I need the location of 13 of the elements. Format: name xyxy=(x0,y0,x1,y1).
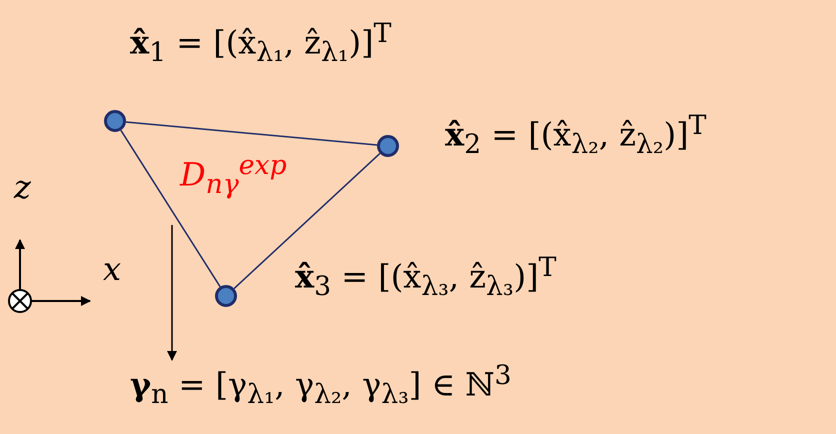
axis-label: z xyxy=(14,168,31,206)
axis-label: x xyxy=(103,250,122,288)
vertex-point xyxy=(104,110,126,132)
arrow xyxy=(167,225,177,361)
formula-text: γ$_{n}$ = [γ$_{λ₁}$, γ$_{λ₂}$, γ$_{λ₃}$] ∈ ℕ$^{3}$ xyxy=(130,360,512,412)
vertex-formula: x̂$_{1}$ = [(x̂$_{λ₁}$, ẑ$_{λ₁}$)]$^{T}$ xyxy=(130,18,392,70)
vertex-point xyxy=(377,135,399,157)
triangle-edge xyxy=(234,152,380,290)
vertex-point xyxy=(215,285,237,307)
triangle-edge xyxy=(126,121,378,146)
triangle-edge xyxy=(120,130,221,288)
vertex-formula: x̂$_{3}$ = [(x̂$_{λ₃}$, ẑ$_{λ₃}$)]$^{T}$ xyxy=(295,252,556,304)
vertex-formula: x̂$_{2}$ = [(x̂$_{λ₂}$, ẑ$_{λ₂}$)]$^{T}$ xyxy=(445,110,706,162)
